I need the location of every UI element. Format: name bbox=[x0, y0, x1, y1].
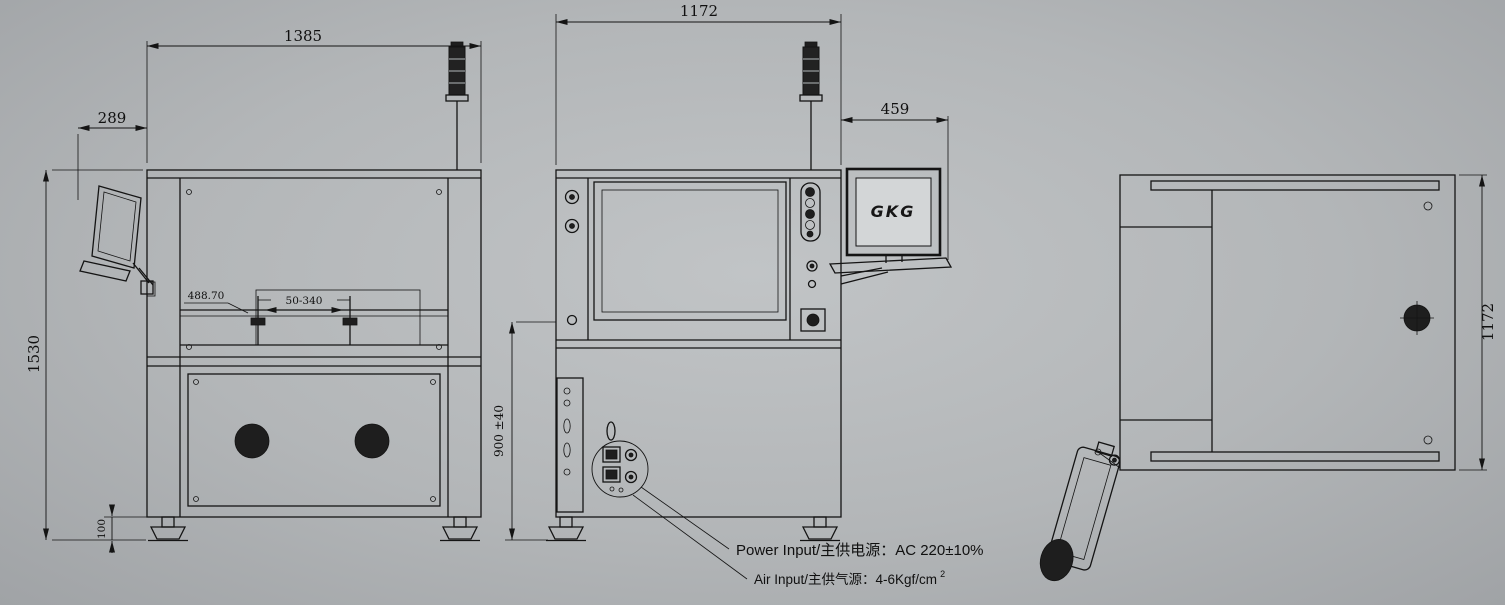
front-monitor bbox=[79, 185, 156, 297]
machine-foot bbox=[545, 516, 587, 542]
dim-foot-height: 100 bbox=[96, 519, 108, 539]
leader-air bbox=[632, 494, 748, 580]
top-monitor-assembly bbox=[1039, 441, 1121, 582]
machine-foot bbox=[439, 516, 481, 542]
front-feet bbox=[147, 516, 481, 542]
rail-clamp-left bbox=[250, 296, 271, 345]
machine-foot bbox=[147, 516, 189, 542]
side-window-frame bbox=[593, 181, 787, 321]
top-dimensions: 1172 bbox=[1459, 174, 1497, 471]
side-machine-body bbox=[555, 169, 842, 518]
front-view: 50-340 488.70 1385 bbox=[25, 27, 482, 553]
front-lower-panel bbox=[187, 373, 441, 507]
round-connector bbox=[624, 448, 638, 462]
knob bbox=[564, 189, 580, 205]
button-strip bbox=[800, 182, 821, 242]
dim-conveyor-height: 900 ±40 bbox=[492, 405, 506, 457]
side-feet bbox=[545, 516, 841, 542]
monitor-frame bbox=[845, 167, 942, 257]
panel-screw bbox=[193, 379, 199, 385]
rail-clamp-right bbox=[337, 296, 358, 345]
dim-side-width: 1172 bbox=[680, 2, 718, 20]
power-connector bbox=[602, 446, 621, 463]
monitor-link bbox=[1097, 451, 1121, 469]
side-monitor: GKG bbox=[828, 167, 953, 285]
tower-light-front bbox=[445, 41, 469, 171]
front-vents bbox=[234, 423, 390, 459]
button bbox=[807, 279, 817, 289]
knob bbox=[564, 218, 580, 234]
top-screw bbox=[1423, 435, 1433, 445]
panel-screw bbox=[430, 496, 436, 502]
side-left-controls bbox=[564, 189, 580, 326]
air-connector bbox=[602, 466, 621, 483]
button bbox=[805, 209, 815, 219]
detail-circle bbox=[591, 440, 649, 498]
brand-logo: GKG bbox=[871, 202, 916, 221]
side-dimensions: 1172 459 900 ±40 bbox=[492, 2, 949, 541]
panel-screw bbox=[430, 379, 436, 385]
frame-screw bbox=[436, 189, 442, 195]
dim-rail-range: 50-340 bbox=[286, 295, 323, 307]
dim-front-height: 1530 bbox=[25, 335, 43, 373]
keyboard-tray bbox=[828, 257, 953, 274]
panel-screw bbox=[193, 496, 199, 502]
keyboard-tray bbox=[79, 260, 131, 282]
top-machine-body bbox=[1119, 174, 1456, 471]
monitor-hinge bbox=[1095, 441, 1115, 457]
round-connector bbox=[624, 470, 638, 484]
dim-top-depth: 1172 bbox=[1479, 303, 1497, 341]
label-power-input: Power Input/主供电源：AC 220±10% bbox=[736, 542, 984, 559]
leader-power bbox=[640, 486, 730, 550]
front-dimensions: 1385 289 1530 100 bbox=[25, 27, 482, 553]
dim-monitor-offset: 459 bbox=[881, 100, 910, 118]
monitor-stand-shadow bbox=[1039, 538, 1074, 582]
monitor-screen bbox=[855, 177, 932, 247]
monitor-screen bbox=[91, 185, 142, 269]
top-rail-upper bbox=[1150, 180, 1440, 191]
frame-screw bbox=[186, 189, 192, 195]
front-conveyor: 50-340 488.70 bbox=[180, 289, 448, 346]
button bbox=[806, 260, 818, 272]
switch-box bbox=[800, 308, 826, 332]
dim-rail-width: 488.70 bbox=[188, 290, 225, 302]
button bbox=[805, 198, 815, 208]
button bbox=[806, 230, 814, 238]
tower-light-side bbox=[799, 41, 823, 171]
top-screw bbox=[1423, 201, 1433, 211]
button bbox=[805, 220, 815, 230]
front-machine-body bbox=[146, 169, 482, 518]
machine-foot bbox=[799, 516, 841, 542]
vent-fan-left bbox=[234, 423, 270, 459]
side-lower-panel bbox=[556, 377, 584, 513]
air-input-exponent: 2 bbox=[940, 569, 945, 579]
vent-fan-right bbox=[354, 423, 390, 459]
power-air-inlets: Power Input/主供电源：AC 220±10% Air Input/主供… bbox=[591, 421, 984, 587]
inlet-oval bbox=[606, 421, 616, 441]
button bbox=[805, 187, 815, 197]
dim-front-width: 1385 bbox=[284, 27, 322, 45]
top-view: 1172 bbox=[1039, 174, 1497, 582]
side-view: GKG bbox=[492, 2, 984, 587]
side-right-controls bbox=[800, 182, 826, 332]
top-rail-lower bbox=[1150, 451, 1440, 462]
side-window-glass bbox=[601, 189, 779, 313]
dim-monitor-depth: 289 bbox=[98, 109, 127, 127]
small-port bbox=[566, 314, 578, 326]
